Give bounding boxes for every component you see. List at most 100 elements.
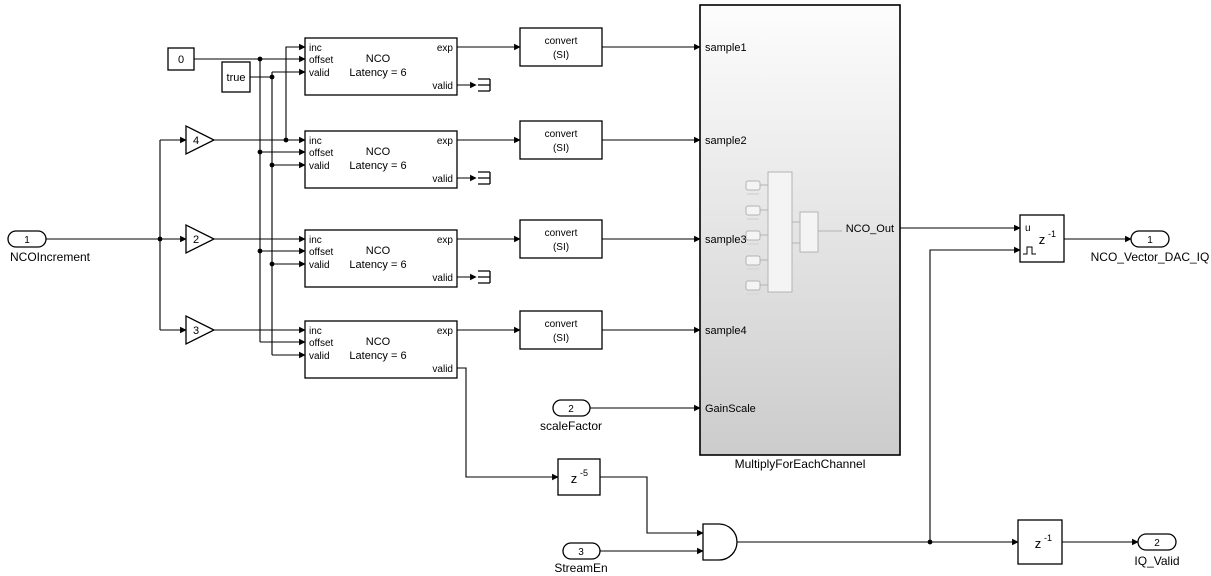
nco-port-valid-in: valid [309,161,330,172]
convert-line2: (SI) [553,333,569,344]
gain-value: 4 [193,135,199,147]
delay-data-port-label: u [1025,223,1031,234]
nco-title: NCO [366,53,391,65]
subsystem-label: MultiplyForEachChannel [735,457,866,471]
subsystem-multiplyforeachchannel[interactable]: sample1 sample2 sample3 sample4 GainScal… [699,4,901,471]
delay-base: z [1035,536,1042,551]
nco-port-valid-out: valid [432,364,453,375]
convert-shape[interactable] [519,120,603,160]
convert-shape[interactable] [519,219,603,259]
gain-shape[interactable] [185,124,216,156]
gain-block-2[interactable]: 2 [185,223,216,255]
terminator-block[interactable] [478,171,491,185]
nco-shape[interactable] [304,320,458,379]
nco-port-inc: inc [309,136,322,147]
nco-port-valid-out: valid [432,273,453,284]
wire-junction [257,149,263,155]
nco-port-offset: offset [309,148,333,159]
port-number: 1 [24,235,30,246]
inport-shape[interactable] [552,399,591,417]
wire[interactable] [929,246,1021,542]
delay-exponent: -1 [1048,229,1056,239]
terminator-icon [478,171,491,185]
constant-block-true[interactable]: true [221,61,251,93]
outport-shape[interactable] [1137,533,1177,551]
inport-streamen[interactable]: 3 StreamEn [554,542,608,575]
nco-subtitle: Latency = 6 [349,259,406,271]
nco-port-offset: offset [309,55,333,66]
outport-shape[interactable] [1130,230,1170,248]
wire[interactable] [285,43,306,140]
wire[interactable] [457,367,559,481]
outport-nco-vector-dac-iq[interactable]: 1 NCO_Vector_DAC_IQ [1091,230,1210,264]
convert-block-2[interactable]: convert (SI) [519,120,603,160]
constant-shape[interactable] [167,47,195,71]
nco-shape[interactable] [304,37,458,96]
gain-shape[interactable] [185,314,216,346]
nco-subtitle: Latency = 6 [349,350,406,362]
inport-label: NCOIncrement [10,250,91,264]
nco-block-4[interactable]: inc offset valid exp valid NCO Latency =… [304,320,458,379]
inport-shape[interactable] [562,542,601,560]
nco-port-valid-in: valid [309,68,330,79]
nco-port-valid-out: valid [432,81,453,92]
gain-shape[interactable] [185,223,216,255]
port-number: 3 [578,547,584,558]
terminator-icon [478,270,491,284]
convert-line2: (SI) [553,242,569,253]
wires [46,43,1139,555]
gain-value: 2 [193,234,199,246]
port-number: 2 [1154,538,1160,549]
delay-exponent: -5 [580,468,588,478]
inport-scalefactor[interactable]: 2 scaleFactor [540,399,602,433]
delay-z1-block[interactable]: z -1 [1017,519,1063,565]
terminator-block[interactable] [478,78,491,92]
port-number: 1 [1147,235,1153,246]
nco-title: NCO [366,245,391,257]
outport-label: IQ_Valid [1134,554,1179,568]
convert-line2: (SI) [553,143,569,154]
convert-block-3[interactable]: convert (SI) [519,219,603,259]
delay-base: z [571,471,578,486]
convert-block-1[interactable]: convert (SI) [519,27,603,67]
and-gate-shape[interactable] [702,523,738,561]
nco-port-exp: exp [437,136,454,147]
nco-shape[interactable] [304,130,458,189]
convert-line1: convert [545,319,578,330]
nco-block-1[interactable]: inc offset valid exp valid NCO Latency =… [304,37,458,96]
subsystem-preview [745,171,842,295]
wire-junction [257,56,263,62]
delay-shape[interactable] [557,458,601,496]
gain-block-3[interactable]: 3 [185,314,216,346]
subsystem-output-ncoout: NCO_Out [846,223,894,235]
nco-block-2[interactable]: inc offset valid exp valid NCO Latency =… [304,130,458,189]
nco-port-inc: inc [309,235,322,246]
inport-shape[interactable] [7,230,47,248]
delay-z1-enabled-block[interactable]: u z -1 [1019,214,1065,263]
delay-z5-block[interactable]: z -5 [557,458,601,496]
convert-shape[interactable] [519,310,603,350]
convert-line1: convert [545,228,578,239]
convert-shape[interactable] [519,27,603,67]
wire[interactable] [600,476,704,537]
nco-shape[interactable] [304,229,458,288]
constant-shape[interactable] [221,61,251,93]
outport-iq-valid[interactable]: 2 IQ_Valid [1134,533,1180,568]
terminator-block[interactable] [478,270,491,284]
delay-base: z [1039,232,1046,247]
inport-ncoincrement[interactable]: 1 NCOIncrement [7,230,91,264]
delay-shape[interactable] [1017,519,1063,565]
gain-block-4[interactable]: 4 [185,124,216,156]
and-gate-block[interactable] [702,523,738,561]
nco-subtitle: Latency = 6 [349,160,406,172]
wire-junction [269,261,275,267]
nco-block-3[interactable]: inc offset valid exp valid NCO Latency =… [304,229,458,288]
convert-line1: convert [545,36,578,47]
convert-block-4[interactable]: convert (SI) [519,310,603,350]
delay-exponent: -1 [1044,533,1052,543]
convert-line2: (SI) [553,50,569,61]
gain-value: 3 [193,325,199,337]
constant-block-0[interactable]: 0 [167,47,195,71]
wire-junction [283,137,289,143]
